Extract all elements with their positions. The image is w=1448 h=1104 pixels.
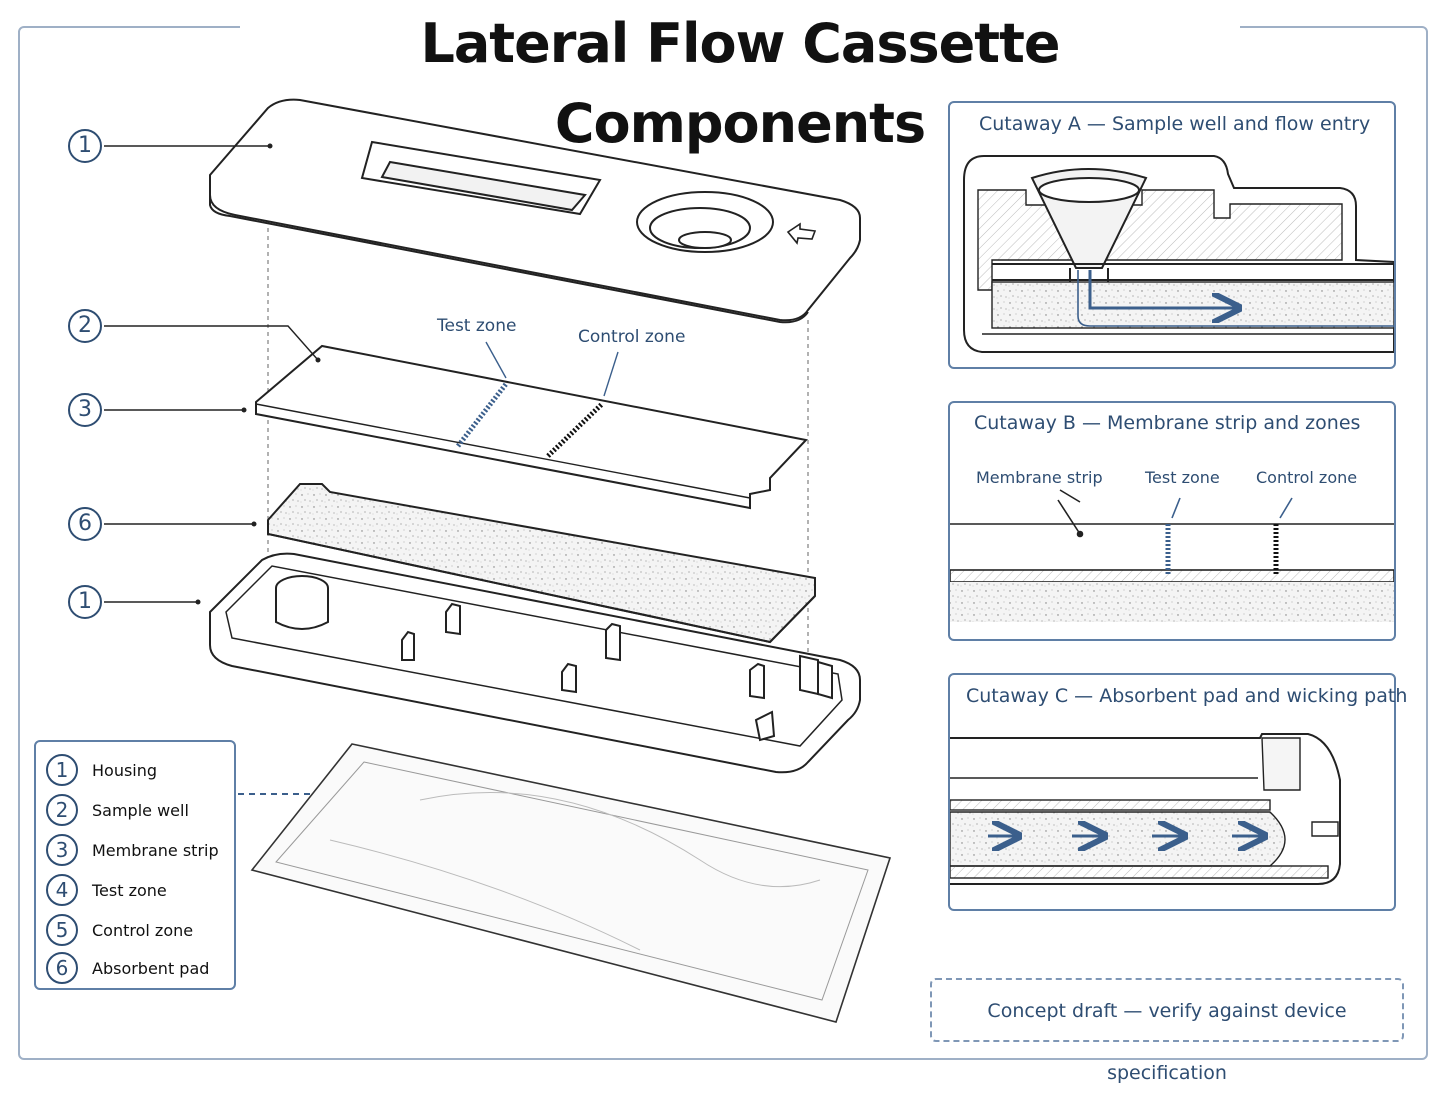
callout-top-housing: 1 [68,129,102,163]
legend-number: 2 [46,794,78,826]
legend-label: Membrane strip [92,841,219,860]
legend-item: 5 Control zone [46,914,236,948]
cutaway-c-illustration [949,733,1341,885]
callout-absorbent-pad: 6 [68,507,102,541]
draft-note: Concept draft — verify against device sp… [930,978,1404,1084]
cutaway-b-title: Cutaway B — Membrane strip and zones [974,412,1361,434]
cutaway-b-panel [948,401,1396,641]
legend-item: 4 Test zone [46,874,236,908]
legend-label: Absorbent pad [92,959,210,978]
cutaway-a-illustration [963,155,1395,353]
cutaway-b-membrane-label: Membrane strip [976,468,1103,487]
legend-item: 3 Membrane strip [46,834,236,868]
cutaway-c-title: Cutaway C — Absorbent pad and wicking pa… [966,685,1408,707]
cutaway-c-panel [948,673,1396,911]
cutaway-b-test-zone-label: Test zone [1145,468,1220,487]
legend-box: 1 Housing 2 Sample well 3 Membrane strip… [34,740,236,990]
legend-number: 3 [46,834,78,866]
absorbent-pad-part [267,483,816,644]
legend-label: Test zone [92,881,167,900]
legend-item: 2 Sample well [46,794,236,828]
legend-item: 6 Absorbent pad [46,952,236,986]
legend-number: 4 [46,874,78,906]
control-zone-label: Control zone [578,327,686,347]
legend-number: 6 [46,952,78,984]
test-zone-label: Test zone [437,316,517,336]
cutaway-b-illustration [949,489,1395,622]
bottom-housing-part [209,552,861,774]
callout-sample-well: 2 [68,309,102,343]
foil-pouch-part [250,743,892,1023]
legend-item: 1 Housing [46,754,236,788]
callout-membrane-strip: 3 [68,393,102,427]
top-housing-part [209,98,861,324]
cutaway-a-panel [948,101,1396,369]
legend-number: 5 [46,914,78,946]
membrane-strip-part [255,344,808,510]
legend-label: Control zone [92,921,194,940]
cutaway-a-title: Cutaway A — Sample well and flow entry [979,113,1371,135]
page-title: Lateral Flow Cassette Components [240,4,1240,155]
callout-bottom-housing: 1 [68,585,102,619]
cutaway-b-control-zone-label: Control zone [1256,468,1358,487]
legend-label: Sample well [92,801,189,820]
leader-lines [104,145,619,603]
legend-number: 1 [46,754,78,786]
legend-label: Housing [92,761,158,780]
